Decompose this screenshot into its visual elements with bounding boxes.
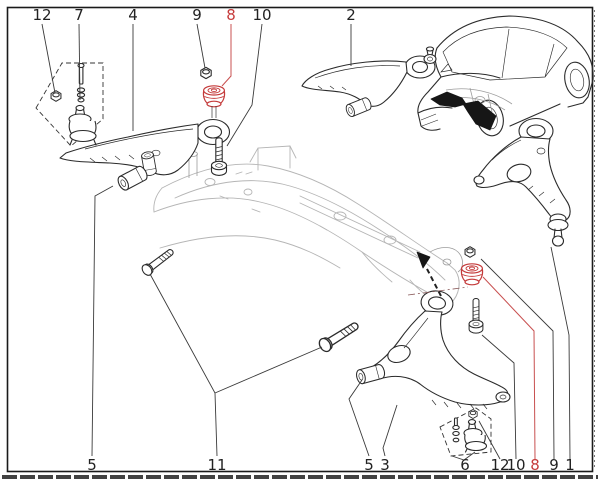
callout-top-2: 2 bbox=[346, 6, 356, 24]
bushing-8-bottom bbox=[460, 263, 484, 286]
control-arm-3 bbox=[354, 290, 511, 410]
callout-bottom-1: 1 bbox=[565, 456, 575, 474]
callout-bottom-6: 6 bbox=[460, 456, 470, 474]
ball-joint-kit-right bbox=[439, 407, 492, 457]
callout-bottom-8: 8 bbox=[530, 456, 540, 474]
location-arrow bbox=[416, 251, 442, 297]
ball-joint-arm-1 bbox=[547, 213, 569, 247]
fasteners-6 bbox=[452, 417, 460, 443]
bushing-8-top bbox=[202, 85, 226, 108]
callout-bottom-11: 11 bbox=[207, 456, 226, 474]
ball-joint-12-left bbox=[68, 104, 97, 146]
subframe-bolt-11a bbox=[139, 245, 177, 278]
callout-bottom-5: 5 bbox=[364, 456, 374, 474]
nut-9-bottom bbox=[464, 246, 476, 258]
nut-12-right bbox=[468, 409, 478, 419]
control-arm-1 bbox=[473, 117, 571, 247]
leader-lines bbox=[41, 23, 571, 461]
callout-bottom-5: 5 bbox=[87, 456, 97, 474]
subframe-sketch bbox=[153, 145, 463, 307]
pinch-bolt-7 bbox=[76, 62, 86, 103]
border-frame bbox=[2, 6, 598, 479]
callout-top-7: 7 bbox=[74, 6, 84, 24]
rear-wheel bbox=[564, 61, 590, 99]
ball-joint-6 bbox=[463, 419, 488, 453]
callout-bottom-10: 10 bbox=[506, 456, 525, 474]
control-arm-2 bbox=[301, 46, 437, 119]
bushing-axis-line bbox=[407, 286, 469, 296]
callout-top-4: 4 bbox=[128, 6, 138, 24]
subframe-bolt-11b bbox=[316, 318, 362, 355]
car-body-outline bbox=[417, 15, 594, 131]
callout-top-8: 8 bbox=[226, 6, 236, 24]
callout-top-9: 9 bbox=[192, 6, 202, 24]
control-arm-4 bbox=[59, 118, 231, 193]
ball-joint-arm-2 bbox=[423, 46, 437, 65]
bushing-8-top-stem bbox=[211, 106, 217, 118]
bolt-10-bottom bbox=[468, 298, 484, 334]
nut-12-left bbox=[50, 90, 62, 102]
callout-top-10: 10 bbox=[252, 6, 271, 24]
nut-9-top bbox=[200, 66, 212, 80]
callout-top-12: 12 bbox=[32, 6, 51, 24]
callout-bottom-3: 3 bbox=[380, 456, 390, 474]
callout-bottom-9: 9 bbox=[549, 456, 559, 474]
ball-joint-kit-left bbox=[35, 62, 104, 147]
dashed-box-left bbox=[35, 62, 104, 147]
callout-bottom-12: 12 bbox=[490, 456, 509, 474]
highlighted-control-arms bbox=[430, 91, 497, 131]
car-illustration bbox=[417, 15, 594, 137]
